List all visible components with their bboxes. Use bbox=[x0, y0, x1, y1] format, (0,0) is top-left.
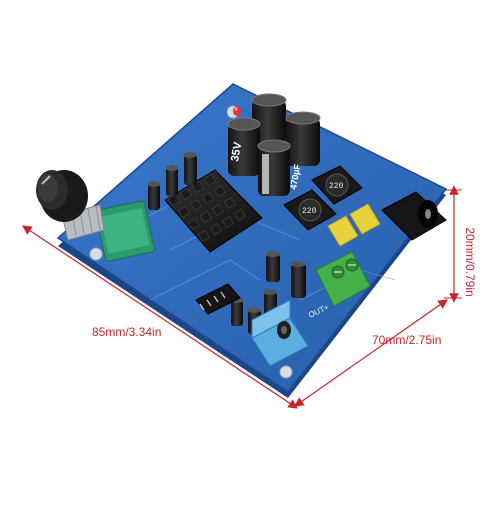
power-led bbox=[233, 106, 241, 116]
length-dimension-line bbox=[22, 225, 298, 409]
mounting-hole bbox=[279, 365, 293, 379]
length-dimension-label: 85mm/3.34in bbox=[92, 325, 162, 339]
speaker-terminal bbox=[315, 251, 371, 307]
inductors: 220 220 bbox=[283, 165, 363, 231]
dc-power-jack bbox=[381, 191, 447, 241]
yellow-film-capacitors bbox=[327, 203, 381, 247]
audio-input-jack bbox=[251, 299, 309, 367]
mounting-hole bbox=[89, 247, 103, 261]
inductor-a-label: 220 bbox=[329, 182, 344, 191]
large-capacitors: 35V 470µF bbox=[227, 93, 321, 196]
dimension-lines bbox=[22, 185, 462, 409]
volume-potentiometer bbox=[36, 170, 155, 262]
height-dimension-label: 20mm/0.79in bbox=[463, 227, 477, 297]
width-dimension-label: 70mm/2.75in bbox=[372, 333, 442, 347]
heatsink bbox=[164, 169, 263, 253]
inductor-b-label: 220 bbox=[302, 207, 317, 216]
capacitor-voltage-label: 35V bbox=[229, 141, 244, 163]
op-amp-chip bbox=[195, 283, 241, 315]
width-dimension-line bbox=[294, 299, 448, 407]
capacitor-value-label: 470µF bbox=[288, 163, 302, 191]
